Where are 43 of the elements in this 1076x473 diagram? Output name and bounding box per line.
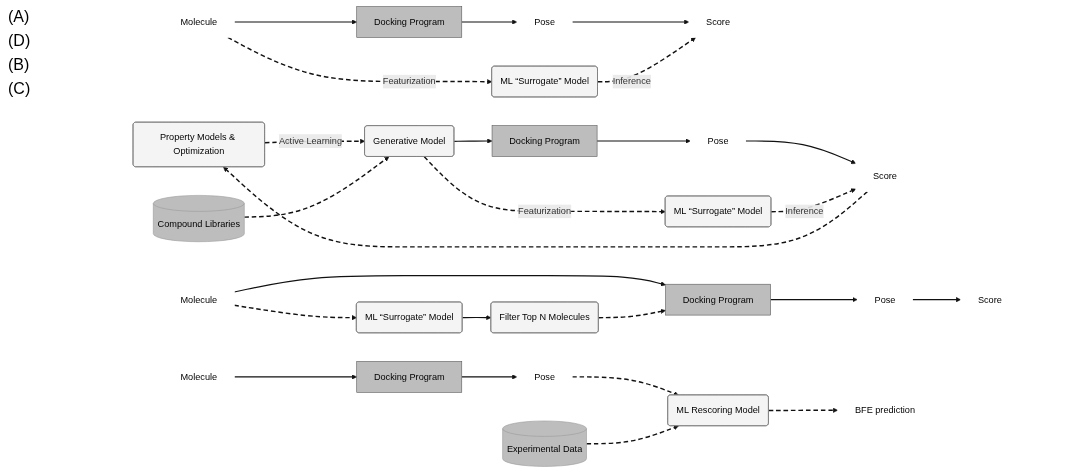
node-text: Pose (534, 371, 555, 382)
edge-label: Inference (785, 206, 824, 216)
node-text: Molecule (180, 294, 218, 305)
arrow (911, 297, 961, 303)
arrow (597, 308, 666, 319)
edge-label: Featurization (518, 206, 572, 216)
arrow (461, 374, 518, 380)
arrow (585, 425, 679, 445)
arrow (453, 138, 493, 144)
arrow (571, 19, 690, 25)
node-box: Docking Program (665, 283, 771, 316)
arrow (745, 140, 857, 164)
node-text: BFE prediction (854, 405, 915, 415)
node-text: Molecule (180, 371, 218, 382)
arrow (461, 315, 492, 321)
edge-label: Inference (612, 76, 651, 87)
arrow (596, 138, 691, 144)
arrow (461, 19, 518, 25)
arrow (223, 166, 869, 248)
node-box: Docking Program (491, 125, 598, 157)
arrow (243, 156, 390, 218)
arrow (233, 304, 357, 321)
node-text: Pose (707, 135, 729, 146)
edge-label: Active Learning (278, 135, 343, 146)
node-text: Score (977, 294, 1002, 305)
arrow (770, 297, 858, 303)
arrow (233, 19, 357, 25)
node-box: Docking Program (356, 361, 463, 393)
arrow (571, 376, 679, 396)
node-text: Score (706, 16, 731, 27)
panel-label: (D) (8, 32, 32, 50)
arrow (233, 374, 357, 380)
panel-label: (B) (8, 56, 31, 74)
arrow (233, 275, 666, 293)
node-text: Pose (874, 294, 896, 305)
arrow (768, 407, 838, 413)
node-text: Score (873, 171, 897, 181)
node-text: Pose (534, 16, 555, 27)
panel-label: (C) (8, 80, 32, 98)
node-text: Molecule (180, 16, 218, 27)
panel-label: (A) (8, 8, 31, 26)
node-box: Docking Program (356, 6, 463, 38)
edge-label: Featurization (382, 76, 436, 87)
